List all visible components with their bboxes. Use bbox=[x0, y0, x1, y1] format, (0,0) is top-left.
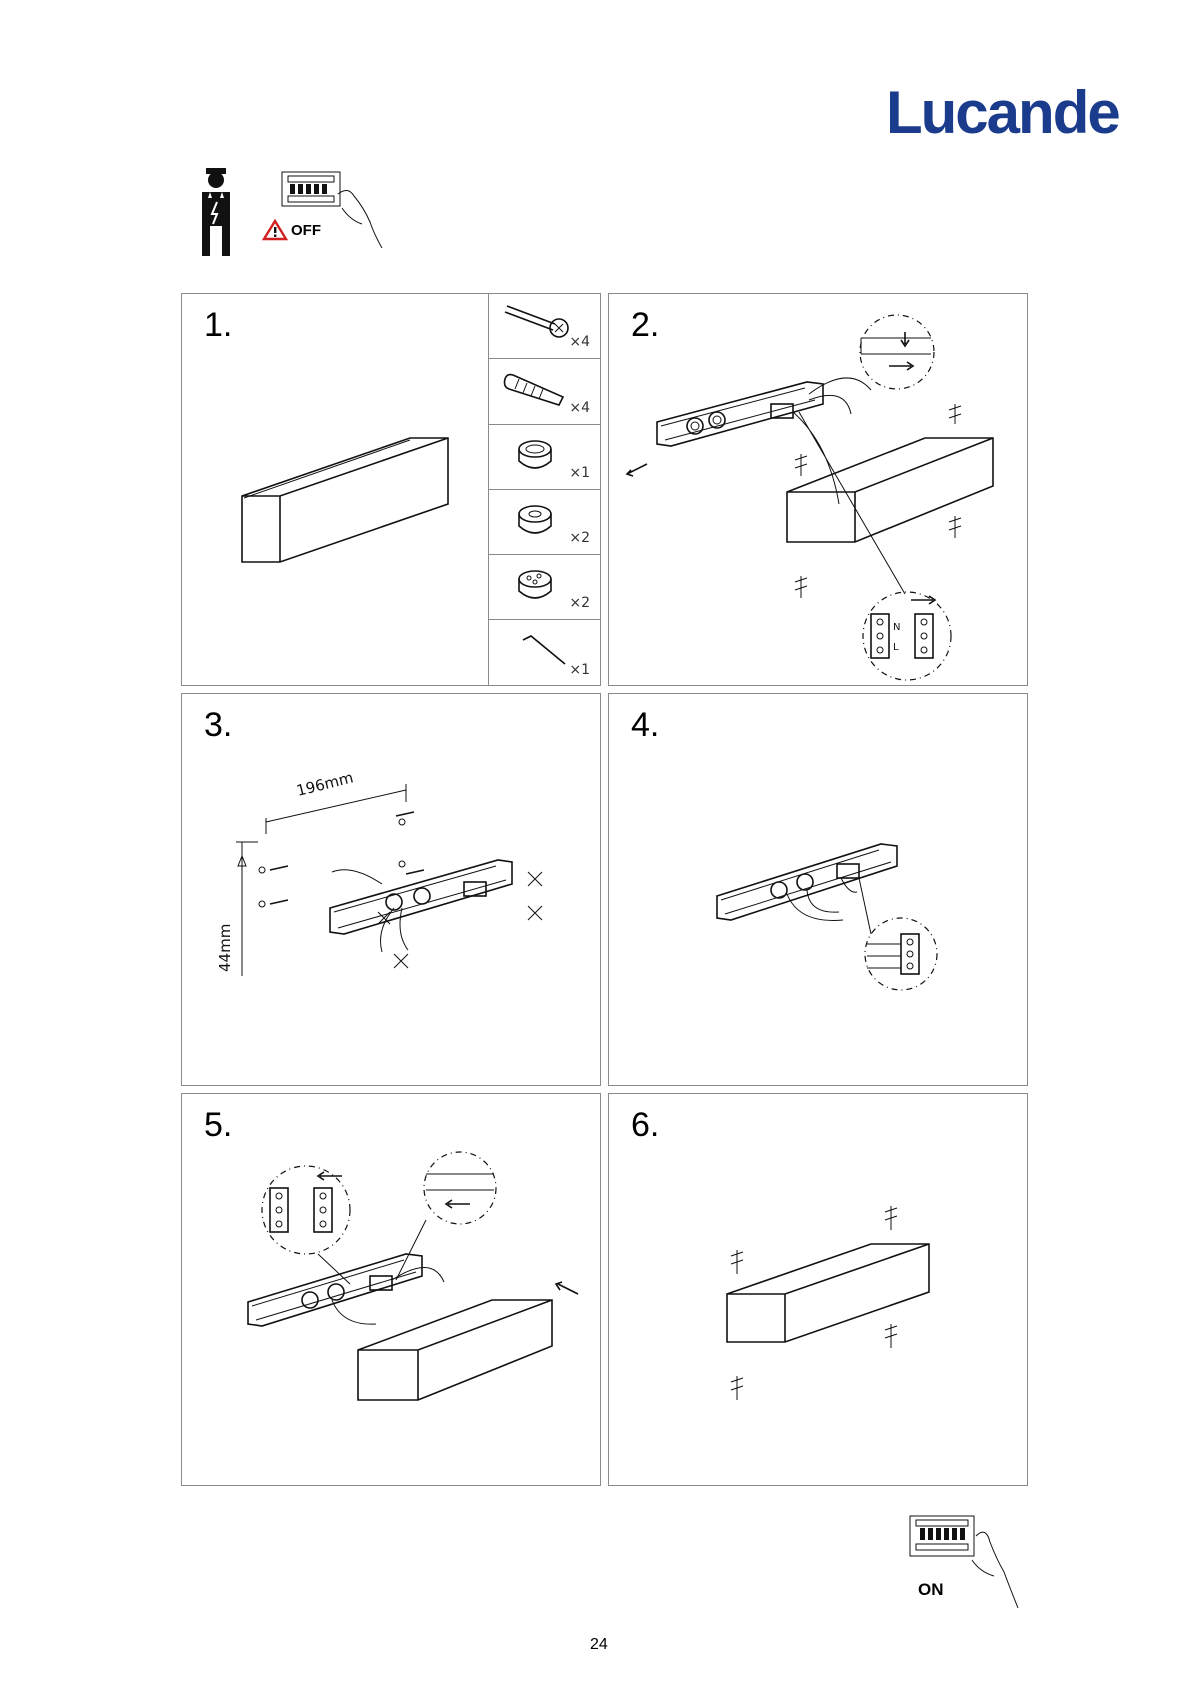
step-6-panel: 6. bbox=[608, 1093, 1028, 1486]
screw-icon bbox=[504, 305, 569, 338]
wall-plug-icon bbox=[503, 374, 565, 407]
part-grommet: ×2 bbox=[489, 555, 600, 621]
lamp-housing-drawing bbox=[241, 437, 449, 563]
step-5-panel: 5. bbox=[181, 1093, 601, 1486]
grommet-icon bbox=[518, 570, 552, 599]
qty: ×2 bbox=[569, 595, 590, 612]
step-4-drawing bbox=[716, 843, 938, 991]
page-number: 24 bbox=[590, 1636, 608, 1653]
step-3-panel: 3. 196mm 44mm bbox=[181, 693, 601, 1086]
step-2-panel: 2. N L bbox=[608, 293, 1028, 686]
part-allen-key: ×1 bbox=[489, 620, 600, 685]
ring-icon bbox=[518, 439, 552, 469]
part-screw: ×4 bbox=[489, 294, 600, 360]
dim-horizontal: 196mm bbox=[295, 768, 355, 799]
step-number: 3. bbox=[204, 706, 233, 744]
warning-icon bbox=[261, 218, 289, 241]
parts-list: ×4 ×4 ×1 ×2 bbox=[488, 294, 600, 685]
part-wall-plug: ×4 bbox=[489, 359, 600, 425]
step-3-drawing: 196mm 44mm bbox=[216, 768, 543, 976]
step-number: 2. bbox=[631, 306, 660, 344]
brand-logo: Lucande bbox=[886, 79, 1121, 146]
allen-key-icon bbox=[522, 635, 566, 666]
off-label: OFF bbox=[291, 222, 321, 239]
step-6-drawing bbox=[726, 1206, 930, 1400]
part-ring: ×1 bbox=[489, 425, 600, 490]
step-number: 1. bbox=[204, 306, 233, 344]
step-4-panel: 4. bbox=[608, 693, 1028, 1086]
qty: ×2 bbox=[569, 530, 590, 547]
terminal-label-n: N bbox=[893, 622, 900, 633]
step-5-drawing bbox=[247, 1151, 579, 1401]
electrician-icon bbox=[202, 168, 230, 256]
part-spacer: ×2 bbox=[489, 490, 600, 556]
terminal-label-l: L bbox=[893, 642, 899, 653]
qty: ×1 bbox=[569, 661, 590, 678]
qty: ×1 bbox=[569, 464, 590, 481]
step-number: 6. bbox=[631, 1106, 660, 1144]
dim-vertical: 44mm bbox=[216, 924, 234, 972]
breaker-on-icon bbox=[909, 1515, 1019, 1609]
step-number: 4. bbox=[631, 706, 660, 744]
step-1-panel: 1. ×4 ×4 ×1 bbox=[181, 293, 601, 686]
step-2-drawing: N L bbox=[625, 314, 994, 681]
qty: ×4 bbox=[569, 399, 590, 416]
breaker-off-icon bbox=[281, 171, 383, 249]
spacer-icon bbox=[518, 505, 552, 534]
qty: ×4 bbox=[569, 334, 590, 351]
on-label: ON bbox=[918, 1580, 944, 1599]
step-number: 5. bbox=[204, 1106, 233, 1144]
